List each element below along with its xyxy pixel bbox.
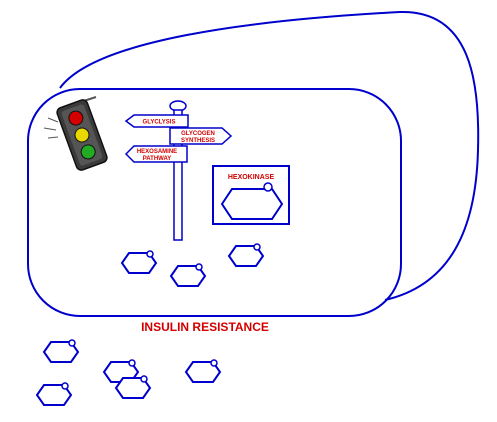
hexagon-molecule-atom-icon <box>195 263 203 271</box>
sign-glycogen-synthesis <box>169 127 233 145</box>
outer-cell-membrane <box>59 10 480 301</box>
yellow-light <box>74 127 90 143</box>
sign-hexosamine-pathway <box>124 145 188 163</box>
hexokinase-hexagon-molecule-icon <box>220 188 284 220</box>
hexagon-molecule-atom-icon <box>146 250 154 258</box>
hexagon-molecule-icon <box>42 341 80 363</box>
hexagon-molecule-atom-icon <box>210 359 218 367</box>
hexokinase-box: HEXOKINASE <box>212 165 290 225</box>
hexagon-molecule-icon <box>169 265 207 287</box>
hexagon-molecule-icon <box>120 252 158 274</box>
hexagon-molecule-atom-icon <box>68 339 76 347</box>
hexagon-molecule-atom-icon <box>140 375 148 383</box>
glucose-molecules <box>35 243 265 406</box>
inner-cell-compartment <box>27 88 402 317</box>
sign-glycogen-label-line2: SYNTHESIS <box>181 138 215 144</box>
caption-insulin-resistance: INSULIN RESISTANCE <box>141 320 269 334</box>
hexagon-molecule-icon <box>114 377 152 399</box>
signpost-icon: GLYCLYSIS GLYCOGEN SYNTHESIS HEXOSAMINE … <box>124 100 233 241</box>
green-light <box>80 144 96 160</box>
traffic-light-icon <box>43 96 108 171</box>
sign-glycogen-label-line1: GLYCOGEN <box>181 131 215 137</box>
hexagon-molecule-atom-icon <box>128 359 136 367</box>
hexagon-molecule-atom-icon <box>61 382 69 390</box>
hexagon-molecule-atom-icon <box>253 243 261 251</box>
sign-hexosamine-label-line2: PATHWAY <box>143 156 172 162</box>
hexagon-molecule-icon <box>184 361 222 383</box>
sign-glycolysis-label: GLYCLYSIS <box>143 120 176 126</box>
hexagon-molecule-icon <box>227 245 265 267</box>
red-light <box>68 110 84 126</box>
hexagon-molecule-icon <box>35 384 73 406</box>
hexokinase-label: HEXOKINASE <box>228 174 275 181</box>
sign-hexosamine-label-line1: HEXOSAMINE <box>137 149 177 155</box>
sign-glycolysis <box>124 114 189 128</box>
